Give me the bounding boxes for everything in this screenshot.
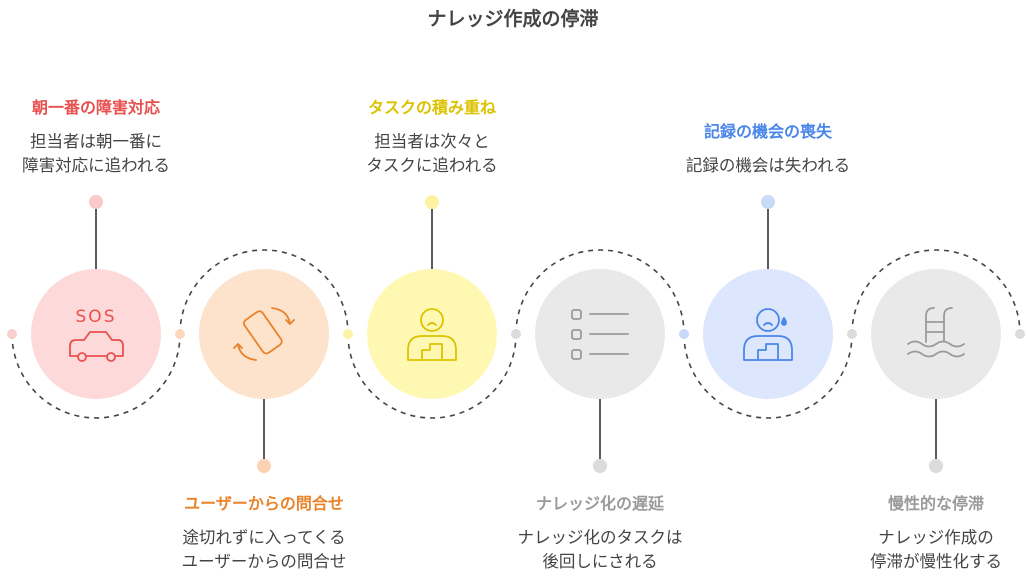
ladder <box>925 307 953 343</box>
connector-arc <box>515 249 685 335</box>
body <box>743 335 793 361</box>
connector-dot <box>343 329 353 339</box>
step-title: 記録の機会の喪失 <box>703 122 833 141</box>
description-line: 記録の機会は失われる <box>685 156 851 175</box>
step-title: タスクの積み重ね <box>367 98 497 117</box>
checkbox <box>571 309 582 320</box>
step-circle <box>31 269 161 399</box>
body <box>407 335 457 361</box>
arrow <box>233 343 257 361</box>
connector-dot <box>511 329 521 339</box>
diagram-title: ナレッジ作成の停滞 <box>427 8 599 30</box>
wheel <box>77 352 87 362</box>
mouth <box>427 322 437 326</box>
connector-dot <box>1015 329 1025 339</box>
water-waves <box>907 340 965 358</box>
sos-car-icon: SOS <box>69 307 124 362</box>
step-circle <box>871 269 1001 399</box>
description-line: タスクに追われる <box>366 156 498 175</box>
connector-dot <box>7 329 17 339</box>
stem-dot <box>257 459 271 473</box>
stem-dot <box>929 459 943 473</box>
stem-dot <box>593 459 607 473</box>
checkbox <box>571 329 582 340</box>
connector-arc <box>179 249 349 335</box>
car-body <box>69 331 124 357</box>
step-circle <box>703 269 833 399</box>
connector-arc <box>11 333 181 419</box>
boxes <box>421 343 443 361</box>
checklist-icon <box>571 309 629 360</box>
step-circle <box>367 269 497 399</box>
step-title: 慢性的な停滞 <box>887 494 985 513</box>
description-line: 後回しにされる <box>542 552 658 571</box>
step-description: ナレッジ化のタスクは後回しにされる <box>518 526 683 574</box>
stressed-person-icon <box>407 308 457 361</box>
phone <box>243 310 283 355</box>
connector-dot <box>679 329 689 339</box>
description-line: ナレッジ化のタスクは <box>517 528 683 547</box>
description-line: 障害対応に追われる <box>22 156 170 175</box>
stem-dot <box>89 195 103 209</box>
head <box>756 308 780 332</box>
pool-ladder-icon <box>907 307 965 358</box>
step-description: 担当者は次々とタスクに追われる <box>366 130 497 178</box>
step-title: ユーザーからの問合せ <box>184 494 344 513</box>
description-line: 担当者は次々と <box>374 132 490 151</box>
step-description: 担当者は朝一番に障害対応に追われる <box>22 130 170 178</box>
description-line: ユーザーからの問合せ <box>181 552 347 571</box>
step-description: 記録の機会は失われる <box>686 154 850 178</box>
connector-arc <box>347 333 517 419</box>
tear <box>781 317 787 326</box>
step-title: 朝一番の障害対応 <box>31 98 161 117</box>
step-title: ナレッジ化の遅延 <box>535 494 665 513</box>
step-description: ナレッジ作成の停滞が慢性化する <box>870 526 1002 574</box>
checkbox <box>571 349 582 360</box>
description-line: 担当者は朝一番に <box>30 132 162 151</box>
mouth <box>763 322 773 326</box>
description-line: 途切れずに入ってくる <box>182 528 346 547</box>
step-circle <box>199 269 329 399</box>
connector-arc <box>683 333 853 419</box>
description-line: ナレッジ作成の <box>878 528 994 547</box>
connector-dot <box>175 329 185 339</box>
sos-text: SOS <box>76 307 117 327</box>
arrow <box>271 307 295 325</box>
connector-arc <box>851 249 1021 335</box>
stem-dot <box>761 195 775 209</box>
crying-person-icon <box>743 308 793 361</box>
stem-dot <box>425 195 439 209</box>
boxes <box>757 343 779 361</box>
rotating-phone-icon <box>233 307 295 361</box>
description-line: 停滞が慢性化する <box>870 552 1002 571</box>
connector-dot <box>847 329 857 339</box>
step-description: 途切れずに入ってくるユーザーからの問合せ <box>182 526 347 574</box>
wheel <box>106 352 116 362</box>
head <box>420 308 444 332</box>
